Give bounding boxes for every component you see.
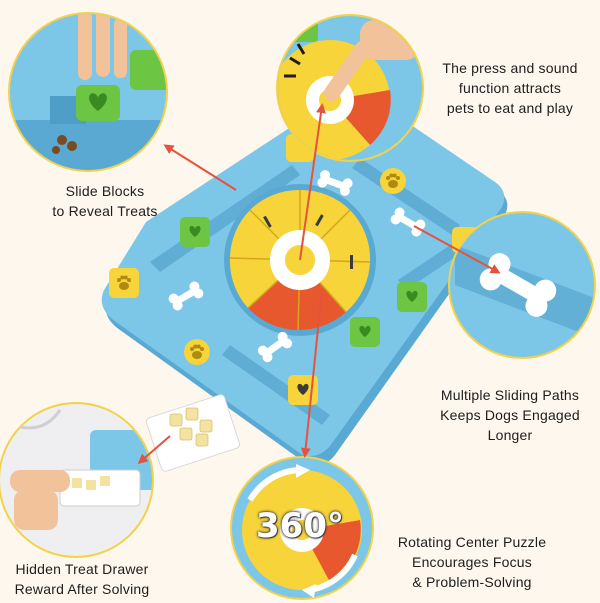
callout-treat-drawer xyxy=(0,402,154,558)
callout-slide-blocks xyxy=(8,12,168,172)
caption-line: Encourages Focus xyxy=(412,554,532,570)
caption-line: function attracts xyxy=(458,80,562,96)
callout-arrows xyxy=(137,103,501,464)
caption-sliding-paths: Multiple Sliding Paths Keeps Dogs Engage… xyxy=(420,385,600,445)
callout-sliding-paths xyxy=(448,211,596,359)
rotation-360-badge: 360° xyxy=(256,506,344,546)
slide-block-paw-right[interactable] xyxy=(380,168,406,194)
slide-block-heart-right[interactable] xyxy=(397,282,427,312)
caption-line: Keeps Dogs Engaged xyxy=(440,407,580,423)
caption-line: to Reveal Treats xyxy=(52,203,158,219)
caption-line: & Problem-Solving xyxy=(412,574,532,590)
hand-icon xyxy=(10,470,70,530)
caption-line: Longer xyxy=(487,427,533,443)
callout-rotating-center xyxy=(230,456,374,600)
caption-line: Multiple Sliding Paths xyxy=(440,387,580,403)
sound-lines xyxy=(284,43,306,78)
slide-block-heart[interactable] xyxy=(180,217,210,247)
caption-line: Rotating Center Puzzle xyxy=(397,534,547,550)
caption-press-sound: The press and sound function attracts pe… xyxy=(420,58,600,118)
slide-block-heart-mid[interactable] xyxy=(350,317,380,347)
caption-rotating-center: Rotating Center Puzzle Encourages Focus … xyxy=(378,532,566,592)
caption-slide-blocks: Slide Blocks to Reveal Treats xyxy=(30,181,180,221)
puzzle-board xyxy=(101,94,508,466)
treat-drawer[interactable] xyxy=(145,394,241,473)
caption-line: Hidden Treat Drawer xyxy=(15,561,149,577)
caption-line: Reward After Solving xyxy=(14,581,150,597)
slide-block-paw-bottom[interactable] xyxy=(184,339,210,365)
slide-block-paw[interactable] xyxy=(109,268,139,298)
caption-line: pets to eat and play xyxy=(446,100,574,116)
callout-press-sound xyxy=(276,14,424,162)
hand-icon xyxy=(78,14,127,80)
caption-treat-drawer: Hidden Treat Drawer Reward After Solving xyxy=(2,559,162,599)
caption-line: The press and sound xyxy=(442,60,578,76)
caption-line: Slide Blocks xyxy=(65,183,145,199)
